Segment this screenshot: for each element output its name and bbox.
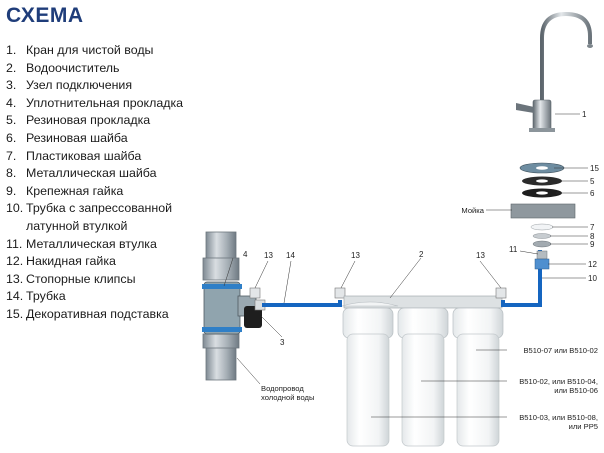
legend-item-number: 14. (6, 289, 24, 304)
legend-item-number: 3. (6, 78, 17, 93)
water-supply-label-line1: Водопровод (261, 384, 304, 393)
legend-item-text: Металлическая шайба (26, 166, 157, 181)
legend-item-text: Кран для чистой воды (26, 43, 154, 57)
cold-water-pipe (202, 231, 240, 381)
callout-1: 1 (582, 110, 587, 119)
legend-item-text: Водоочиститель (26, 60, 120, 75)
callout-10: 10 (588, 274, 597, 283)
legend-item-text: Резиновая прокладка (26, 113, 151, 128)
legend-item: 2. Водоочиститель (6, 60, 206, 78)
callout-12: 12 (588, 260, 597, 269)
callout-6: 6 (590, 189, 595, 198)
legend-item-number: 2. (6, 60, 17, 75)
legend-item: 7. Пластиковая шайба (6, 148, 206, 166)
legend-item: 11.Металлическая втулка (6, 236, 206, 254)
callout-3: 3 (280, 338, 285, 347)
legend-item-text: Трубка (26, 289, 66, 304)
parts-legend: 1. Кран для чистой воды 2. Водоочиститель 3.… (6, 42, 206, 324)
cartridge-2-label-line2: или B510-06 (554, 386, 598, 395)
legend-item-text: Пластиковая шайба (26, 148, 142, 163)
legend-item-text: Металлическая втулка (26, 236, 157, 251)
water-supply-label-line2: холодной воды (261, 393, 314, 402)
callout-13-middle: 13 (351, 251, 360, 260)
legend-item: 6. Резиновая шайба (6, 130, 206, 148)
legend-item-number: 4. (6, 95, 17, 110)
legend-item: 9. Крепежная гайка (6, 183, 206, 201)
legend-item-number: 1. (6, 43, 17, 57)
callout-15: 15 (590, 164, 599, 173)
cartridge-2-label-line1: B510-02, или B510-04, (519, 377, 598, 386)
legend-item-number: 13. (6, 271, 24, 286)
callout-leaders (223, 113, 588, 418)
water-filter (341, 295, 504, 447)
cartridge-3-label-line2: или PP5 (569, 422, 598, 431)
legend-item-number: 10. (6, 201, 24, 216)
legend-item-number: 11. (6, 236, 23, 251)
legend-item: 8. Металлическая шайба (6, 165, 206, 183)
faucet-assembly (510, 11, 593, 270)
tube-10 (501, 250, 542, 307)
legend-item-number: 7. (6, 148, 17, 163)
cartridge-1-label: B510-07 или B510-02 (523, 346, 598, 355)
legend-item-text: Резиновая шайба (26, 130, 128, 145)
page-title: СХЕМА (6, 4, 84, 27)
callout-9: 9 (590, 240, 595, 249)
legend-item-text: Декоративная подставка (26, 306, 169, 321)
clip-13-filter-out (495, 287, 507, 299)
callout-7: 7 (590, 223, 595, 232)
callout-4: 4 (243, 250, 248, 259)
callout-numbers: 1 15 5 6 7 8 9 11 12 10 2 13 13 13 14 4 … (243, 110, 599, 347)
legend-item-number: 15. (6, 306, 24, 321)
legend-item-text: Уплотнительная прокладка (26, 95, 184, 110)
callout-2: 2 (419, 250, 424, 259)
legend-item: 14.Трубка (6, 288, 206, 306)
legend-item: 4. Уплотнительная прокладка (6, 95, 206, 113)
legend-item-number: 5. (6, 113, 17, 128)
legend-item-text: Трубка с запрессованной латунной втулкой (26, 201, 173, 233)
callout-5: 5 (590, 177, 595, 186)
callout-14: 14 (286, 251, 295, 260)
legend-item: 12.Накидная гайка (6, 253, 206, 271)
cartridge-housing-2 (397, 307, 449, 447)
cartridge-housing-1 (342, 307, 394, 447)
connection-node (202, 281, 266, 335)
legend-item: 3. Узел подключения (6, 77, 206, 95)
clip-13-filter-in (334, 287, 346, 299)
legend-item-number: 9. (6, 183, 17, 198)
legend-item-text: Накидная гайка (26, 254, 116, 269)
clip-13-left (249, 287, 261, 299)
tube-14 (262, 300, 342, 307)
callout-13-left: 13 (264, 251, 273, 260)
callout-13-right: 13 (476, 251, 485, 260)
callout-8: 8 (590, 232, 595, 241)
legend-item: 1. Кран для чистой воды (6, 42, 206, 60)
legend-item-number: 12. (6, 254, 24, 269)
diagram-labels: Мойка Водопровод холодной воды B510-07 и… (261, 206, 598, 431)
legend-item-number: 8. (6, 166, 17, 181)
legend-item: 13.Стопорные клипсы (6, 271, 206, 289)
legend-item: 15.Декоративная подставка (6, 306, 206, 324)
legend-item-text: Узел подключения (26, 78, 133, 93)
legend-item-number: 6. (6, 130, 17, 145)
callout-11: 11 (509, 245, 518, 254)
legend-item-text: Стопорные клипсы (26, 271, 136, 286)
cartridge-housing-3 (452, 307, 504, 447)
legend-item: 5. Резиновая прокладка (6, 112, 206, 130)
legend-item: 10.Трубка с запрессованной латунной втул… (6, 200, 206, 235)
cartridge-3-label-line1: B510-03, или B510-08, (519, 413, 598, 422)
sink-label: Мойка (461, 206, 484, 215)
legend-item-text: Крепежная гайка (26, 183, 124, 198)
